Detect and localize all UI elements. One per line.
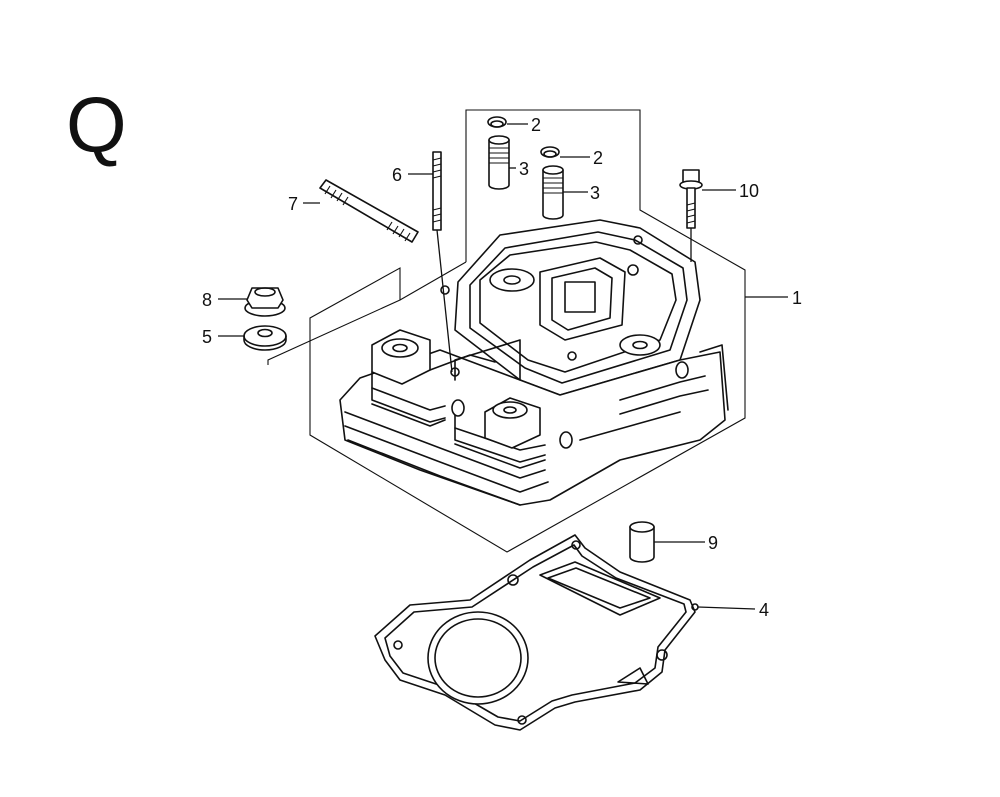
callout-8: 8 bbox=[202, 290, 212, 310]
callout-7: 7 bbox=[288, 194, 298, 214]
dowel-pin-icon bbox=[629, 521, 655, 563]
callout-3: 3 bbox=[590, 183, 600, 203]
guide-clip-icon bbox=[487, 116, 507, 128]
flange-bolt-icon bbox=[679, 169, 703, 262]
callout-1: 1 bbox=[792, 288, 802, 308]
callout-2: 2 bbox=[531, 115, 541, 135]
assembly-bracket bbox=[267, 109, 746, 553]
stud-bolt-icon bbox=[319, 179, 419, 243]
callout-2: 2 bbox=[593, 148, 603, 168]
head-gasket-icon bbox=[374, 534, 699, 731]
stud-bolt-icon bbox=[432, 151, 453, 373]
valve-guide-icon bbox=[488, 135, 510, 190]
callout-10: 10 bbox=[739, 181, 759, 201]
callout-5: 5 bbox=[202, 327, 212, 347]
guide-clip-icon bbox=[540, 146, 560, 158]
leader-lines bbox=[218, 123, 788, 610]
washer-icon bbox=[243, 325, 287, 351]
valve-guide-icon bbox=[542, 165, 564, 220]
callout-9: 9 bbox=[708, 533, 718, 553]
callout-4: 4 bbox=[759, 600, 769, 620]
callout-3: 3 bbox=[519, 159, 529, 179]
flange-nut-icon bbox=[244, 287, 286, 317]
callout-6: 6 bbox=[392, 165, 402, 185]
section-letter: Q bbox=[66, 81, 127, 169]
cylinder-head-icon bbox=[339, 219, 729, 506]
